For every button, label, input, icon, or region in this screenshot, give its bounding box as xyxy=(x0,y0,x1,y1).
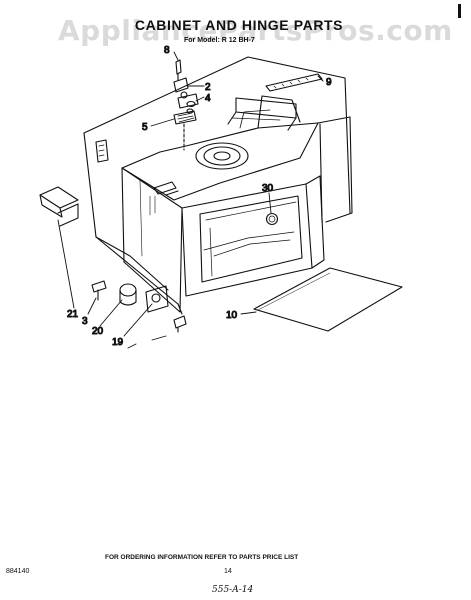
latch-parts xyxy=(91,280,187,333)
leader-lines xyxy=(57,51,324,349)
callout-10: 10 xyxy=(226,310,238,321)
side-bracket xyxy=(39,186,79,227)
watermark: AppliancePartsPros.com xyxy=(58,14,453,47)
callout-20: 20 xyxy=(92,326,104,337)
page-title: CABINET AND HINGE PARTS xyxy=(134,17,344,33)
callout-8: 8 xyxy=(164,45,170,56)
document-number: 884140 xyxy=(6,568,30,575)
callout-5: 5 xyxy=(142,122,148,133)
page-number: 14 xyxy=(224,568,232,575)
top-hinge-assembly xyxy=(173,59,199,151)
callout-2: 2 xyxy=(205,82,211,93)
callout-19: 19 xyxy=(112,337,124,348)
callout-30: 30 xyxy=(262,183,274,194)
handwritten-code: 555-A-14 xyxy=(212,585,254,595)
callout-21: 21 xyxy=(67,309,79,320)
model-subtitle: For Model: R 12 BH-7 xyxy=(184,37,255,44)
vent-strip xyxy=(265,73,323,92)
oven-cavity xyxy=(121,95,319,313)
bottom-plate xyxy=(253,267,403,332)
ordering-info-note: FOR ORDERING INFORMATION REFER TO PARTS … xyxy=(105,554,299,561)
callout-3: 3 xyxy=(82,316,88,327)
front-frame xyxy=(181,175,325,297)
corner-mark xyxy=(458,4,461,18)
hinge-plate xyxy=(153,181,179,196)
cabinet-wrapper xyxy=(83,56,353,315)
callout-9: 9 xyxy=(326,77,332,88)
callout-4: 4 xyxy=(205,93,211,104)
